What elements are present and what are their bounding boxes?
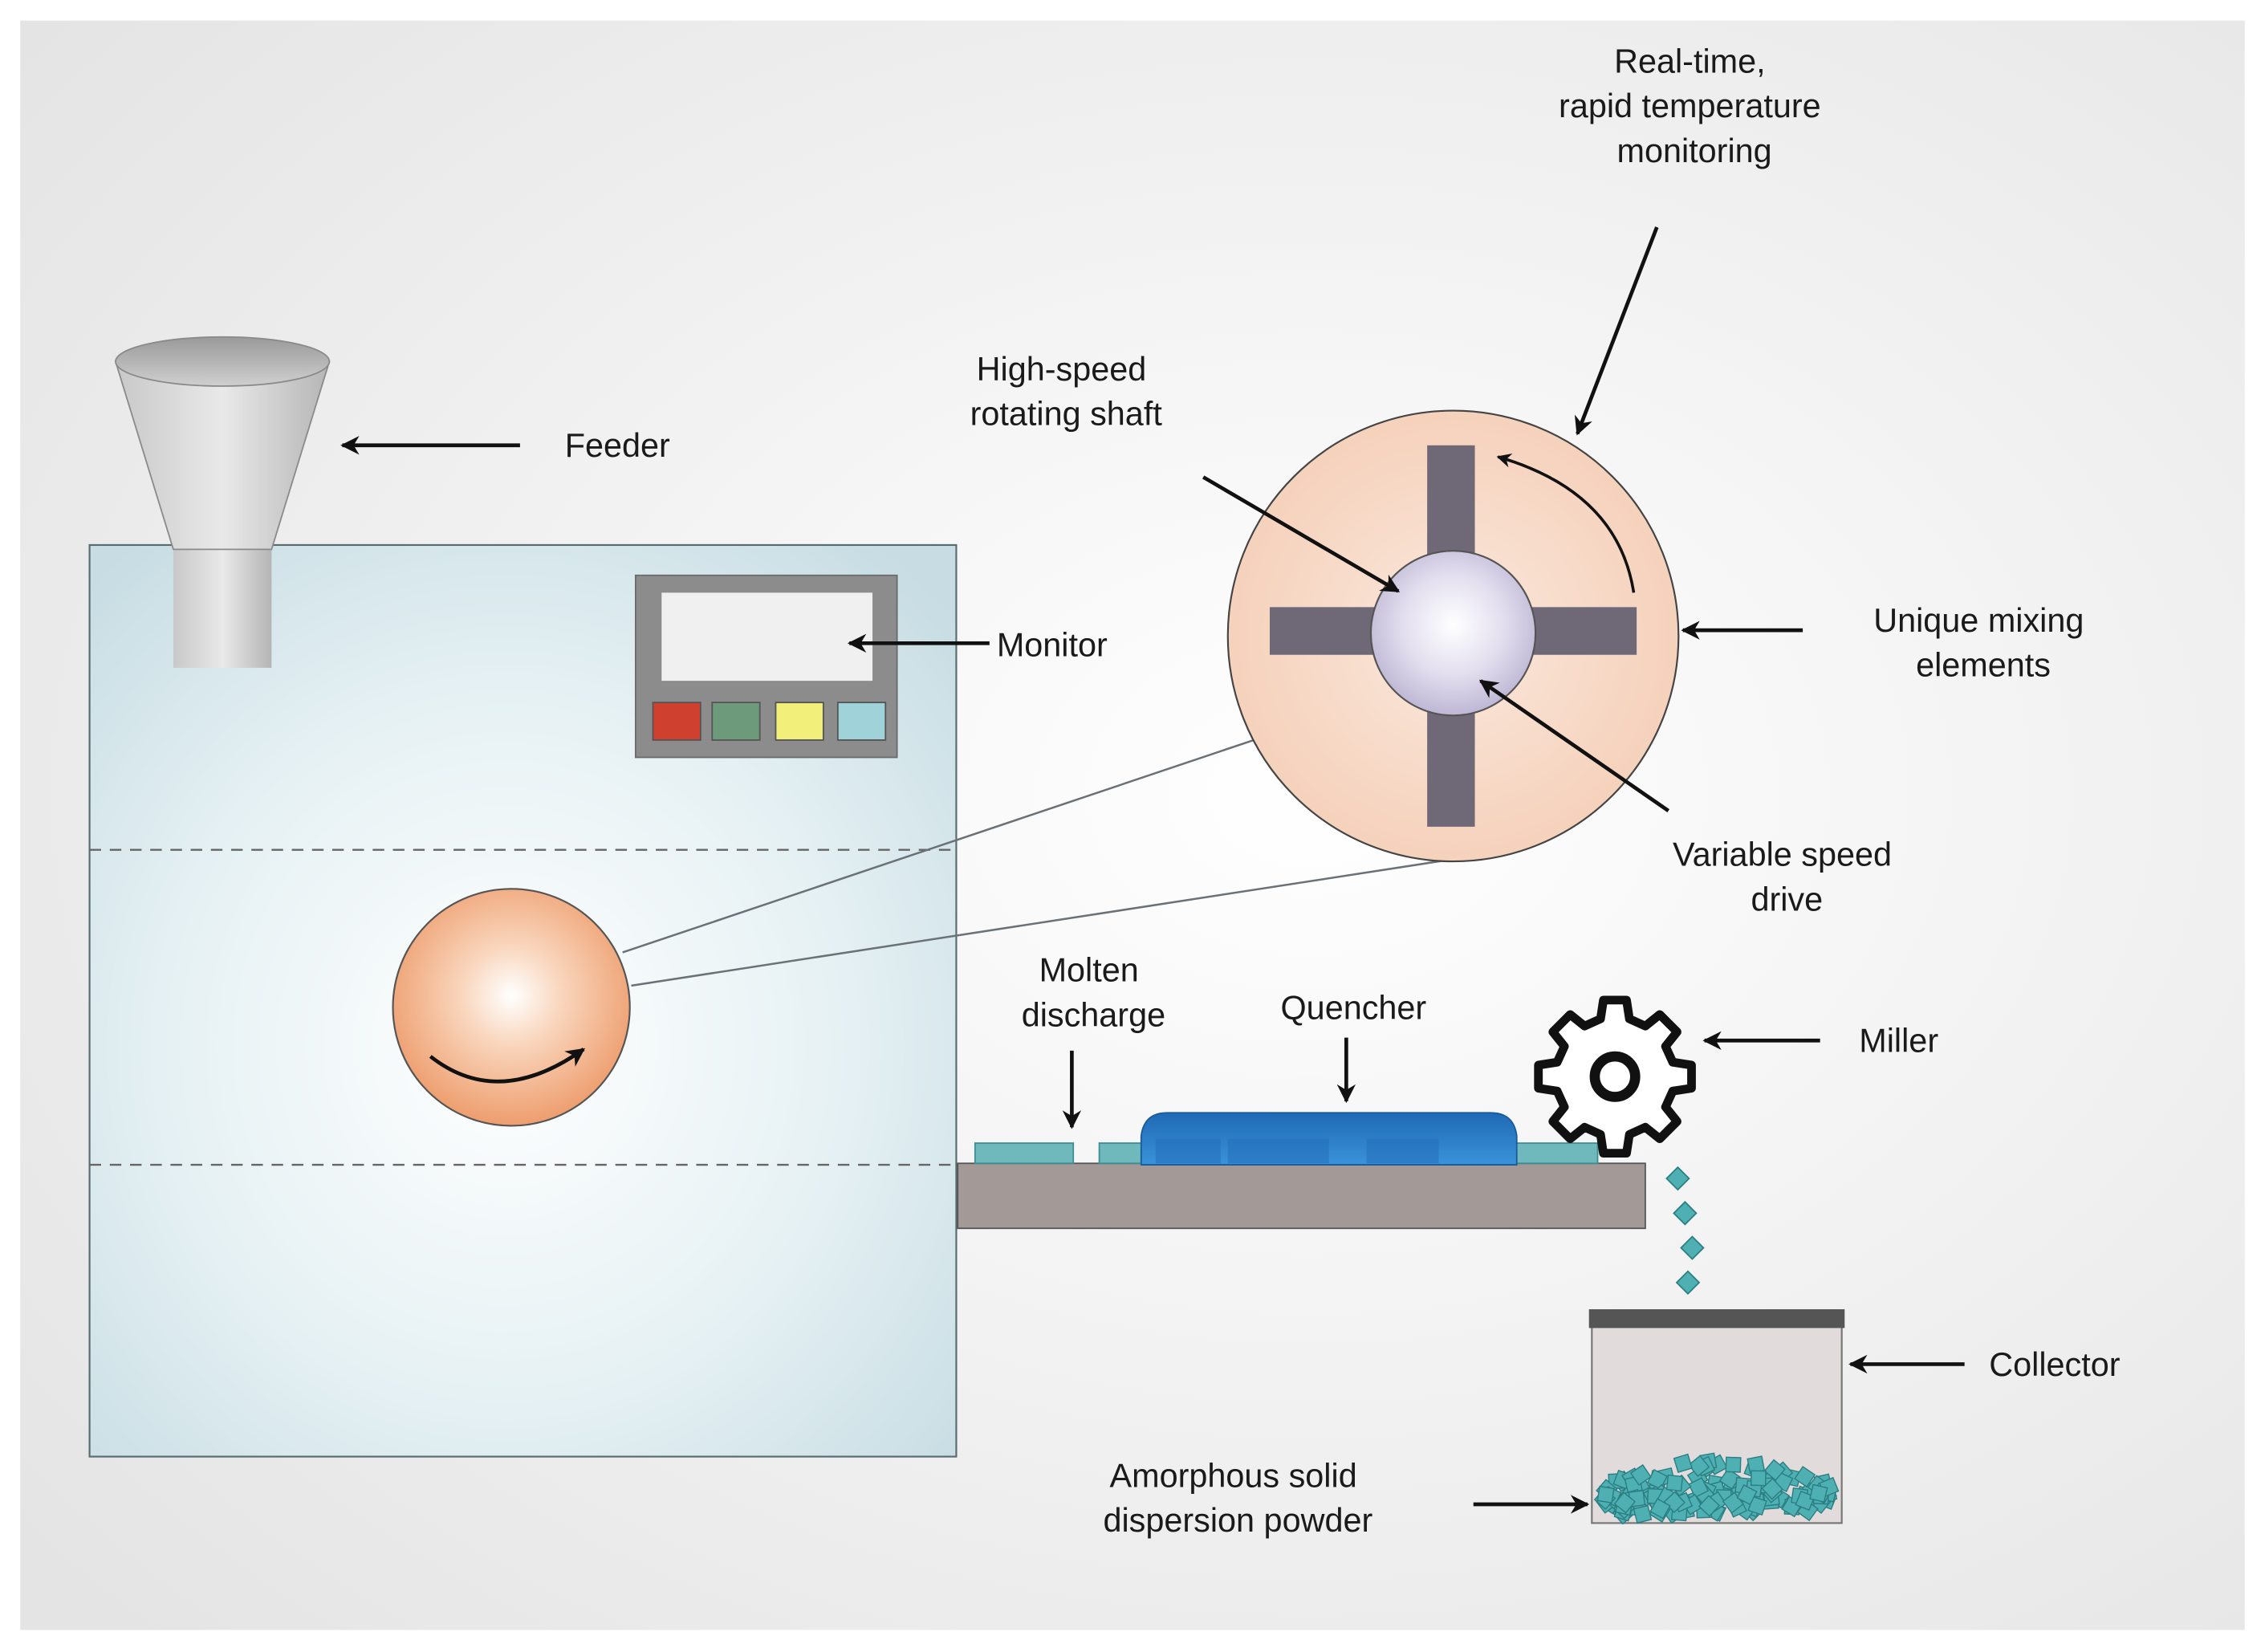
zoom-line-lower — [631, 854, 1477, 987]
label-mixing: Unique mixing elements — [1873, 602, 2093, 684]
quencher-segment-2 — [1227, 1138, 1329, 1164]
monitor-button-red — [652, 702, 701, 741]
powder-particle — [1673, 1453, 1694, 1474]
powder-particle — [1725, 1456, 1742, 1473]
arrow-icon-realtime — [1574, 226, 1659, 436]
powder-pile — [1593, 1452, 1840, 1525]
label-drive: Variable speed drive — [1673, 836, 1901, 918]
powder-particle — [1688, 1477, 1710, 1499]
conveyor-tray — [957, 1162, 1646, 1230]
powder-particle — [1629, 1463, 1652, 1486]
powder-particle — [1763, 1459, 1786, 1482]
label-miller: Miller — [1859, 1023, 1938, 1060]
rotor-sphere — [392, 888, 631, 1127]
quencher-unit — [1140, 1112, 1518, 1166]
arrow-icon-drive — [1478, 679, 1670, 813]
feeder-funnel-icon — [114, 336, 331, 668]
collector-container — [1588, 1309, 1845, 1525]
particle — [1673, 1201, 1698, 1226]
powder-particle — [1750, 1470, 1767, 1487]
feeder-neck — [173, 546, 272, 668]
feeder-opening — [115, 336, 331, 387]
particle — [1665, 1166, 1690, 1191]
powder-particle — [1736, 1484, 1758, 1506]
rotation-arrow-icon — [429, 1048, 586, 1084]
label-molten: Molten discharge — [1022, 951, 1165, 1033]
annotation-arrows — [340, 226, 1965, 1514]
gear-hub — [1589, 1051, 1641, 1102]
label-monitor: Monitor — [997, 627, 1108, 664]
arrow-icon-shaft — [1202, 475, 1401, 593]
particle — [1680, 1235, 1705, 1260]
powder-particle — [1633, 1504, 1653, 1524]
monitor-screen — [661, 592, 873, 682]
powder-particle — [1665, 1474, 1684, 1492]
label-feeder: Feeder — [565, 427, 670, 464]
label-powder: Amorphous solid dispersion powder — [1103, 1457, 1372, 1539]
shaft-core — [1369, 550, 1537, 717]
label-shaft: High-speed rotating shaft — [970, 351, 1163, 433]
powder-particle — [1596, 1485, 1615, 1504]
label-collector: Collector — [1989, 1346, 2120, 1383]
powder-particle — [1761, 1477, 1783, 1500]
monitor-panel — [634, 574, 898, 759]
collector-lid — [1588, 1309, 1845, 1329]
powder-particle — [1613, 1491, 1637, 1514]
gear-icon — [1534, 995, 1696, 1158]
molten-strip-1 — [974, 1142, 1075, 1165]
monitor-button-green — [711, 702, 761, 741]
powder-particle — [1649, 1498, 1671, 1520]
powder-particle — [1809, 1483, 1828, 1503]
cross-section-zoom — [1226, 409, 1680, 863]
label-realtime: Real-time, rapid temperature monitoring — [1559, 43, 1830, 169]
rotor-ball — [392, 888, 631, 1127]
powder-particle — [1688, 1455, 1710, 1477]
zoom-line-upper — [622, 739, 1254, 954]
monitor-button-yellow — [775, 702, 824, 741]
quencher-segment-1 — [1155, 1138, 1221, 1164]
particle — [1675, 1270, 1701, 1295]
monitor-button-blue — [836, 702, 887, 741]
molten-strip-3 — [1513, 1142, 1599, 1165]
gear-teeth — [1534, 995, 1696, 1158]
powder-particle — [1698, 1495, 1721, 1517]
rotation-arrow-icon-shaft — [1496, 454, 1636, 593]
labels: Feeder Monitor Real-time, rapid temperat… — [565, 43, 2121, 1539]
powder-particle — [1795, 1490, 1816, 1512]
molten-strip-2 — [1098, 1142, 1144, 1165]
label-quencher: Quencher — [1281, 989, 1427, 1026]
powder-particle — [1794, 1466, 1816, 1488]
quencher-segment-3 — [1366, 1138, 1439, 1164]
